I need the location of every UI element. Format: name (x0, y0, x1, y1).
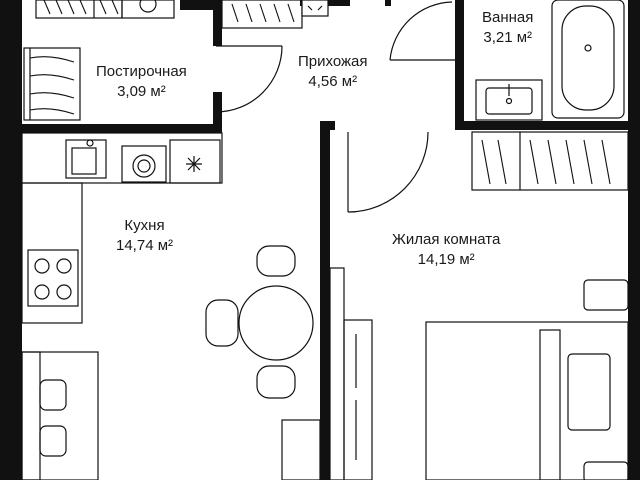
dishwasher-icon (121, 145, 167, 183)
hallway-furniture (221, 0, 455, 213)
room-area: 3,09 м² (117, 83, 166, 101)
stove-icon (27, 249, 79, 307)
bathroom-furniture (475, 0, 625, 121)
chair-icon (205, 245, 296, 399)
room-label-living-room: Жилая комната 14,19 м² (392, 230, 500, 271)
fridge-icon (169, 139, 221, 184)
room-name: Жилая комната (392, 231, 501, 248)
living-room-furniture (329, 131, 629, 480)
pantry-furniture (23, 0, 283, 121)
washing-machine-icon (121, 0, 175, 19)
table-icon (238, 285, 314, 361)
bathtub-icon (551, 0, 625, 119)
room-name: Постирочная (96, 63, 187, 80)
room-area: 3,21 м² (483, 29, 533, 47)
kitchen-furniture (21, 132, 321, 480)
room-area: 14,74 м² (116, 237, 174, 255)
door-swing-icon (389, 1, 455, 61)
sink-icon (65, 139, 107, 179)
bed-icon (425, 279, 629, 480)
room-label-pantry: Постирочная 3,09 м² (96, 62, 187, 103)
door-swing-icon (347, 131, 429, 213)
room-area: 4,56 м² (308, 73, 358, 91)
room-name: Кухня (124, 217, 165, 234)
sink-icon (475, 79, 543, 121)
room-label-bathroom: Ванная 3,21 м² (482, 8, 533, 49)
room-name: Прихожая (298, 53, 368, 70)
room-area: 14,19 м² (417, 251, 475, 269)
door-swing-icon (215, 45, 283, 113)
room-label-hallway: Прихожая 4,56 м² (298, 52, 368, 93)
room-label-kitchen: Кухня 14,74 м² (116, 216, 173, 257)
room-name: Ванная (482, 9, 534, 26)
sofa-icon (21, 351, 99, 480)
